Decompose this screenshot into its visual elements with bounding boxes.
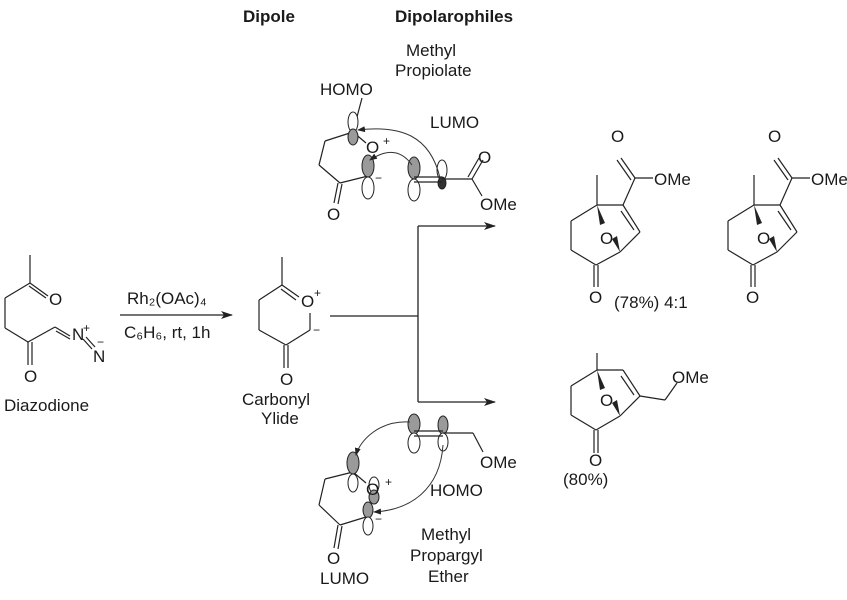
bottom-dipole-orbital-label: LUMO xyxy=(320,569,369,588)
ylide-plus: + xyxy=(314,286,321,300)
top-fmo-structure xyxy=(318,97,484,205)
bottom-dipolarophile-orbital-label: HOMO xyxy=(430,481,483,500)
top-ome: OMe xyxy=(480,195,517,214)
top-ring-o: O xyxy=(366,138,379,157)
top-yield-ratio: (78%) 4:1 xyxy=(614,293,688,312)
bottom-product-structure xyxy=(570,353,678,453)
dipole-header: Dipole xyxy=(243,7,295,26)
carbonyl-ylide-structure xyxy=(258,257,311,368)
catalyst-label: Rh₂(OAc)₄ xyxy=(127,289,207,308)
p2-ester-o: O xyxy=(768,127,781,146)
top-plus: + xyxy=(383,134,390,148)
ylide-minus: − xyxy=(313,323,320,337)
ylide-label-line2: Ylide xyxy=(261,409,299,428)
bottom-product-ome: OMe xyxy=(672,368,709,387)
bottom-product-bridge-o: O xyxy=(600,391,613,410)
diazo-n2: N xyxy=(93,347,105,366)
top-keto-o: O xyxy=(327,205,340,224)
ylide-ring-o: O xyxy=(301,292,314,311)
bottom-ome: OMe xyxy=(480,453,517,472)
bottom-minus: − xyxy=(375,512,382,526)
bottom-dipolarophile-name-line3: Ether xyxy=(428,567,469,586)
diazodione-ketone-o2: O xyxy=(24,367,37,386)
diazo-minus: − xyxy=(97,335,104,349)
diazodione-ketone-o: O xyxy=(49,290,62,309)
bottom-dipolarophile-name-line2: Propargyl xyxy=(410,546,483,565)
bottom-keto-o: O xyxy=(327,549,340,568)
ylide-label-line1: Carbonyl xyxy=(242,390,310,409)
top-product-1-structure xyxy=(570,157,653,287)
p1-ome: OMe xyxy=(654,170,691,189)
p1-ester-o: O xyxy=(611,127,624,146)
bottom-product-keto-o: O xyxy=(589,451,602,470)
conditions-label: C₆H₆, rt, 1h xyxy=(124,323,210,342)
top-carbonyl-o: O xyxy=(478,148,491,167)
top-minus: − xyxy=(375,171,382,185)
p1-bridge-o: O xyxy=(600,229,613,248)
top-product-2-structure xyxy=(727,157,810,287)
top-dipolarophile-name-line1: Methyl xyxy=(406,41,456,60)
bottom-plus: + xyxy=(385,475,392,489)
p1-keto-o: O xyxy=(589,288,602,307)
diazo-n1: N xyxy=(72,325,84,344)
bottom-fmo-structure xyxy=(318,413,484,550)
diazodione-label: Diazodione xyxy=(4,396,89,415)
p2-bridge-o: O xyxy=(757,229,770,248)
p2-keto-o: O xyxy=(746,288,759,307)
top-dipole-orbital-label: HOMO xyxy=(320,80,373,99)
top-dipolarophile-orbital-label: LUMO xyxy=(430,113,479,132)
ylide-keto-o: O xyxy=(280,370,293,389)
dipolarophiles-header: Dipolarophiles xyxy=(395,7,513,26)
bottom-ring-o: O xyxy=(366,480,379,499)
diazo-plus: + xyxy=(83,321,90,335)
top-dipolarophile-name-line2: Propiolate xyxy=(395,61,472,80)
bottom-dipolarophile-name-line1: Methyl xyxy=(421,525,471,544)
diazodione-structure xyxy=(4,255,71,365)
p2-ome: OMe xyxy=(811,170,847,189)
bottom-yield: (80%) xyxy=(563,470,608,489)
